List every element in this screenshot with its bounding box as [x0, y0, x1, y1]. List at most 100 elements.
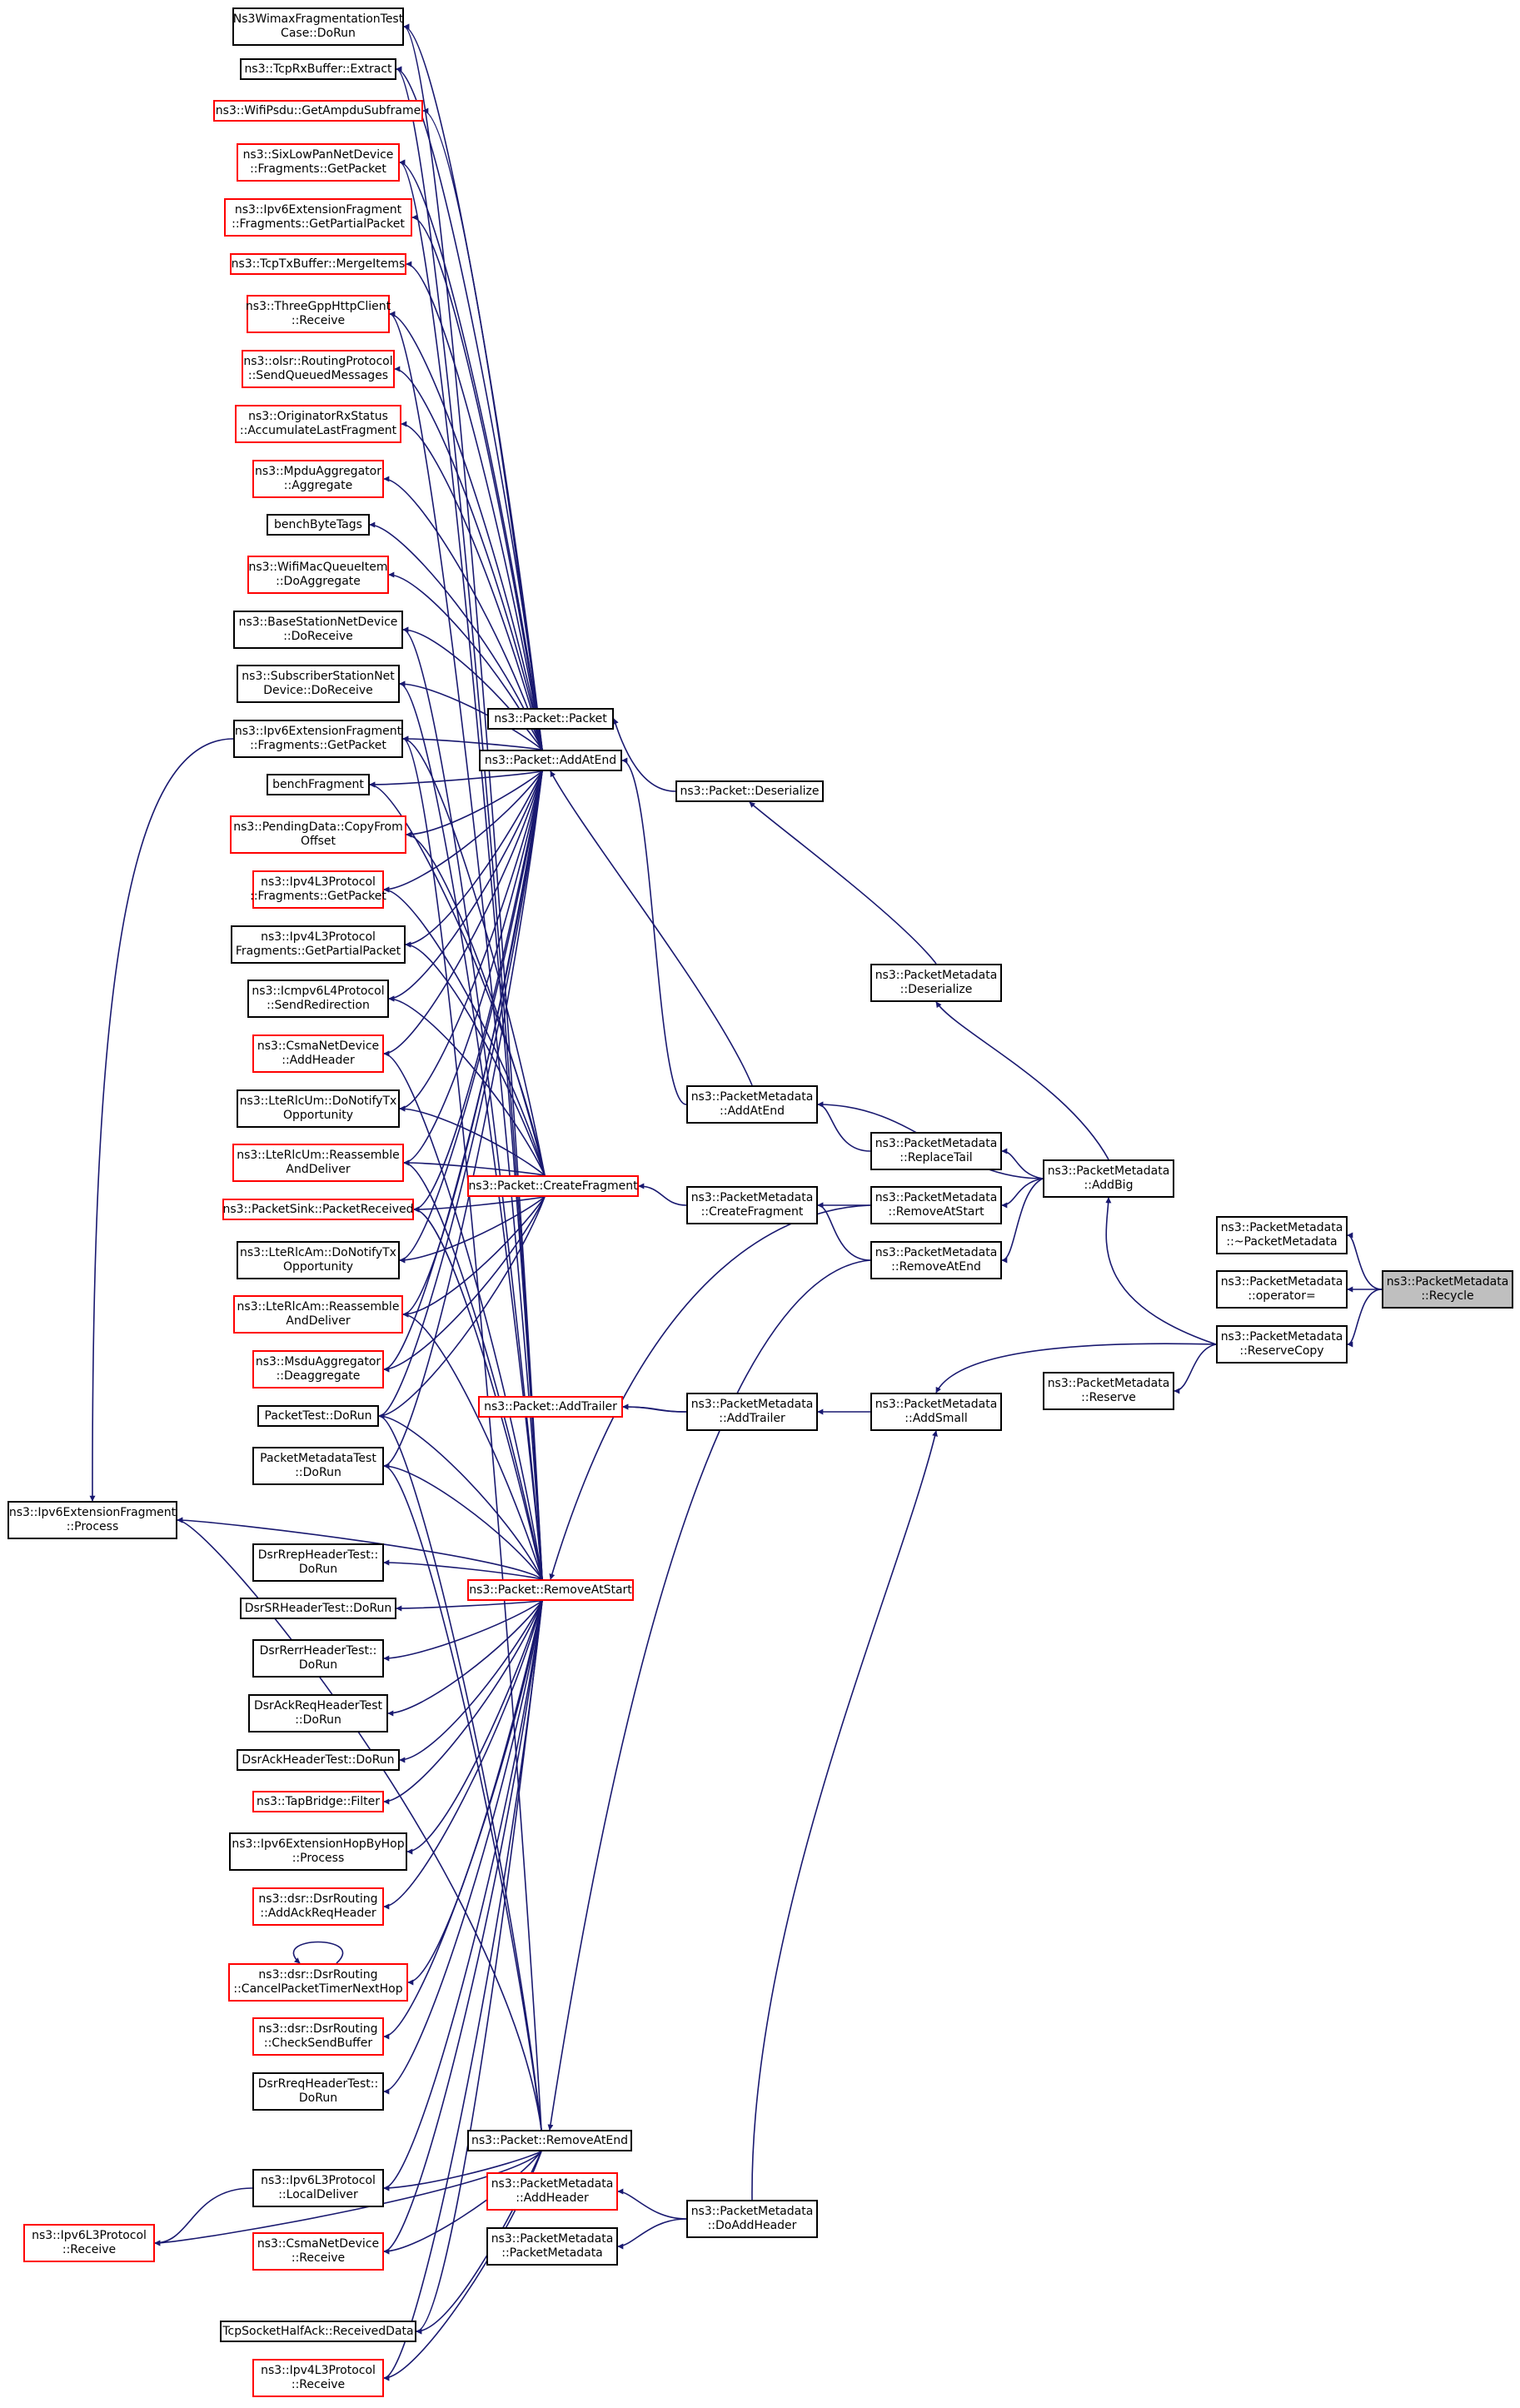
call-edge — [383, 1600, 543, 2191]
node-pm-doaddheader[interactable]: ns3::PacketMetadata::DoAddHeader — [686, 2200, 818, 2238]
call-edge — [403, 1159, 546, 1176]
node-label-line-1: ns3::BaseStationNetDevice — [238, 616, 398, 629]
node-n-dsrrerr[interactable]: DsrRerrHeaderTest::DoRun — [252, 1639, 384, 1678]
node-label-line-2: ::RemoveAtStart — [888, 1205, 984, 1219]
node-n-ipv6l3-ld[interactable]: ns3::Ipv6L3Protocol::LocalDeliver — [252, 2169, 384, 2207]
node-pm-ctor[interactable]: ns3::PacketMetadata::PacketMetadata — [486, 2227, 618, 2266]
node-n-dsrrreq[interactable]: DsrRreqHeaderTest::DoRun — [252, 2072, 384, 2111]
node-p-deserialize[interactable]: ns3::Packet::Deserialize — [675, 780, 824, 802]
node-pm-createfrag[interactable]: ns3::PacketMetadata::CreateFragment — [686, 1186, 818, 1224]
node-label-line-2: DoRun — [298, 2091, 338, 2105]
node-n-csma-rx[interactable]: ns3::CsmaNetDevice::Receive — [252, 2232, 384, 2271]
node-pm-removeatend[interactable]: ns3::PacketMetadata::RemoveAtEnd — [870, 1241, 1002, 1279]
node-n-dsrackreq[interactable]: DsrAckReqHeaderTest::DoRun — [248, 1694, 388, 1732]
node-label-line-1: ns3::Ipv4L3Protocol — [261, 2364, 376, 2377]
call-edge — [383, 1600, 543, 2095]
node-p-addatend[interactable]: ns3::Packet::AddAtEnd — [479, 750, 622, 771]
node-n-dsr-check[interactable]: ns3::dsr::DsrRouting::CheckSendBuffer — [252, 2017, 384, 2056]
node-label-line-1: ns3::PacketMetadata — [1220, 1330, 1343, 1344]
node-n-tapbridge[interactable]: ns3::TapBridge::Filter — [252, 1791, 384, 1812]
node-n-ipv6ef-gpp[interactable]: ns3::Ipv6ExtensionFragment::Fragments::G… — [224, 198, 412, 237]
node-pm-reservecopy[interactable]: ns3::PacketMetadata::ReserveCopy — [1216, 1325, 1348, 1364]
node-n-ipv4l3-rx[interactable]: ns3::Ipv4L3Protocol::Receive — [252, 2359, 384, 2397]
node-label-line-2: ::PacketMetadata — [501, 2246, 603, 2260]
node-n-origrx[interactable]: ns3::OriginatorRxStatus::AccumulateLastF… — [235, 405, 401, 443]
call-edge — [406, 261, 543, 750]
call-edge — [613, 718, 676, 792]
node-pm-replacetail[interactable]: ns3::PacketMetadata::ReplaceTail — [870, 1132, 1002, 1170]
node-pm-addsmall[interactable]: ns3::PacketMetadata::AddSmall — [870, 1393, 1002, 1431]
node-pm-addbig[interactable]: ns3::PacketMetadata::AddBig — [1043, 1159, 1174, 1198]
call-edge — [383, 770, 543, 1373]
node-n-dsrrrep[interactable]: DsrRrepHeaderTest::DoRun — [252, 1543, 384, 1582]
node-n-pktsink[interactable]: ns3::PacketSink::PacketReceived — [222, 1199, 414, 1220]
node-n-tcptx[interactable]: ns3::TcpTxBuffer::MergeItems — [230, 253, 406, 275]
node-n-ipv6l3-rx[interactable]: ns3::Ipv6L3Protocol::Receive — [23, 2224, 155, 2262]
node-pm-dtor[interactable]: ns3::PacketMetadata::~PacketMetadata — [1216, 1216, 1348, 1254]
node-pm-recycle: ns3::PacketMetadata::Recycle — [1382, 1270, 1513, 1309]
node-label-line-2: ::CancelPacketTimerNextHop — [233, 1982, 403, 1996]
node-n-benchfrag[interactable]: benchFragment — [267, 774, 370, 795]
node-label-line-2: ::~PacketMetadata — [1226, 1235, 1338, 1249]
call-edge — [402, 735, 543, 750]
node-n-ipv4frag-gp[interactable]: ns3::Ipv4L3Protocol::Fragments::GetPacke… — [250, 870, 386, 909]
node-n-dsr-cancel[interactable]: ns3::dsr::DsrRouting::CancelPacketTimerN… — [228, 1963, 408, 2002]
node-n-tcphalf[interactable]: TcpSocketHalfAck::ReceivedData — [220, 2321, 416, 2342]
call-edge — [1347, 1232, 1383, 1290]
node-n-threegpp[interactable]: ns3::ThreeGppHttpClient::Receive — [246, 295, 391, 333]
node-label-line-2: ::Aggregate — [283, 479, 353, 492]
node-n-bsnd[interactable]: ns3::BaseStationNetDevice::DoReceive — [233, 611, 403, 649]
node-n-csma-ah[interactable]: ns3::CsmaNetDevice::AddHeader — [252, 1034, 384, 1073]
node-label-line-1: ns3::LteRlcUm::Reassemble — [237, 1149, 400, 1162]
node-label-line-1: PacketMetadataTest — [260, 1452, 376, 1465]
node-pm-addheader[interactable]: ns3::PacketMetadata::AddHeader — [486, 2172, 618, 2211]
node-n-wifimq[interactable]: ns3::WifiMacQueueItem::DoAggregate — [247, 556, 389, 594]
node-p-addtrailer[interactable]: ns3::Packet::AddTrailer — [478, 1396, 623, 1418]
node-n-pmtest[interactable]: PacketMetadataTest::DoRun — [252, 1447, 384, 1485]
node-label-line-1: ns3::PendingData::CopyFrom — [233, 820, 403, 834]
node-n-dsrsr[interactable]: DsrSRHeaderTest::DoRun — [240, 1598, 396, 1619]
node-pm-operator[interactable]: ns3::PacketMetadata::operator= — [1216, 1270, 1348, 1309]
node-n-benchbt[interactable]: benchByteTags — [267, 514, 370, 536]
node-pm-removeatstart[interactable]: ns3::PacketMetadata::RemoveAtStart — [870, 1186, 1002, 1224]
node-n-mpdu[interactable]: ns3::MpduAggregator::Aggregate — [252, 460, 384, 498]
node-label-line-2: Opportunity — [282, 1109, 353, 1122]
node-label-line-1: ns3::Packet::RemoveAtEnd — [471, 2133, 628, 2147]
node-p-removeatend[interactable]: ns3::Packet::RemoveAtEnd — [467, 2130, 632, 2151]
node-pm-reserve[interactable]: ns3::PacketMetadata::Reserve — [1043, 1372, 1174, 1410]
node-p-createfrag[interactable]: ns3::Packet::CreateFragment — [467, 1175, 639, 1197]
node-n-ipv6ef-proc[interactable]: ns3::Ipv6ExtensionFragment::Process — [7, 1501, 177, 1539]
node-n-olsr[interactable]: ns3::olsr::RoutingProtocol::SendQueuedMe… — [242, 350, 395, 388]
node-n-pkttest[interactable]: PacketTest::DoRun — [257, 1405, 379, 1427]
node-pm-addtrailer[interactable]: ns3::PacketMetadata::AddTrailer — [686, 1393, 818, 1431]
call-edge — [399, 770, 543, 1112]
node-n-tcprx[interactable]: ns3::TcpRxBuffer::Extract — [240, 58, 396, 80]
call-edge — [383, 770, 543, 893]
call-edge — [394, 366, 543, 750]
node-n-dsrack[interactable]: DsrAckHeaderTest::DoRun — [237, 1749, 400, 1771]
node-n-ipv6ef-gp[interactable]: ns3::Ipv6ExtensionFragment::Fragments::G… — [233, 720, 403, 758]
node-label-line-2: Case::DoRun — [281, 27, 356, 40]
node-p-removeatstart[interactable]: ns3::Packet::RemoveAtStart — [467, 1579, 634, 1601]
node-n-msdu[interactable]: ns3::MsduAggregator::Deaggregate — [252, 1350, 384, 1388]
node-n-wifipsdu[interactable]: ns3::WifiPsdu::GetAmpduSubframe — [213, 100, 423, 122]
node-pm-deserialize[interactable]: ns3::PacketMetadata::Deserialize — [870, 964, 1002, 1002]
node-n-dsr-addack[interactable]: ns3::dsr::DsrRouting::AddAckReqHeader — [252, 1887, 384, 1926]
node-label-line-1: ns3::PacketMetadata — [690, 1191, 814, 1204]
node-p-packet[interactable]: ns3::Packet::Packet — [487, 708, 614, 730]
call-edge — [749, 801, 937, 965]
node-pm-addatend[interactable]: ns3::PacketMetadata::AddAtEnd — [686, 1085, 818, 1124]
node-n-icmpv6[interactable]: ns3::Icmpv6L4Protocol::SendRedirection — [247, 980, 389, 1018]
call-edge — [383, 1559, 543, 1580]
node-n-ipv6hbh[interactable]: ns3::Ipv6ExtensionHopByHop::Process — [229, 1832, 407, 1871]
node-n-sixlow[interactable]: ns3::SixLowPanNetDevice::Fragments::GetP… — [237, 143, 400, 182]
